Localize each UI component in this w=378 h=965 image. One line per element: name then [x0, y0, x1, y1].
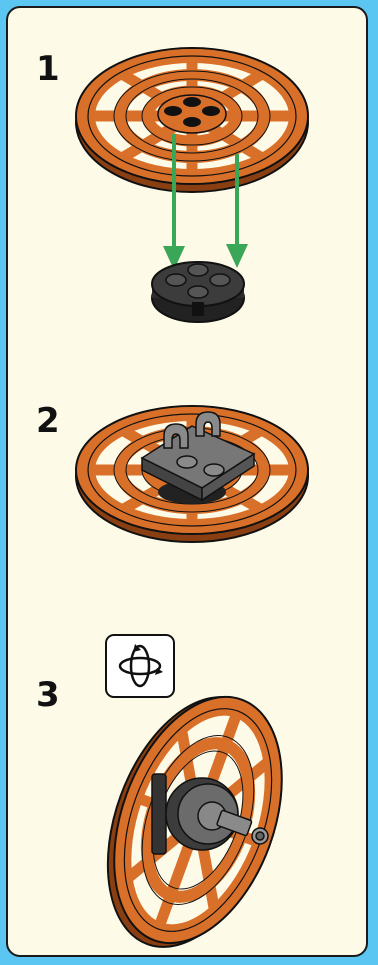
step-2-wheel [72, 396, 312, 546]
green-down-arrow-icon [159, 134, 189, 274]
step-1-wheel [72, 44, 312, 194]
step-3-number: 3 [36, 678, 60, 712]
step-1-round-plate [146, 258, 250, 328]
instruction-panel: 1 [6, 6, 368, 957]
step-1-number: 1 [36, 52, 60, 86]
step-2-number: 2 [36, 404, 60, 438]
rotate-arrows-icon [115, 642, 165, 690]
step-3-wheel [94, 688, 294, 958]
green-down-arrow-icon [222, 154, 252, 274]
